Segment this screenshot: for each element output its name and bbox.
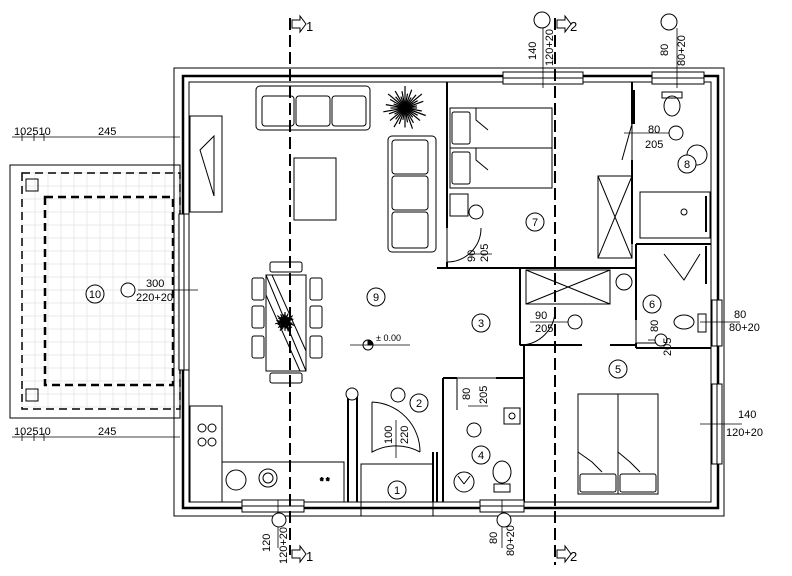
room-circles — [85, 154, 697, 500]
dim-bottom-window-kitchen-h: 120+20 — [278, 527, 290, 564]
room-number-1: 1 — [394, 485, 400, 497]
dim-top-window-bath-w: 80 — [659, 44, 671, 56]
wardrobe — [525, 175, 633, 305]
entrance-porch — [360, 463, 434, 517]
dim-door-bath8-w: 80 — [648, 124, 660, 136]
svg-text:* *: * * — [320, 476, 330, 486]
section-arrow-1-top — [291, 14, 307, 34]
outer-walls — [173, 67, 725, 517]
dim-bottom-window-kitchen-w: 120 — [261, 534, 273, 552]
elevation-marker — [350, 339, 410, 351]
dim-door-bedroom7-h: 205 — [479, 244, 491, 262]
section-lines — [289, 18, 556, 565]
living-furniture: * * — [189, 85, 437, 503]
section-arrow-1-bottom — [291, 544, 307, 564]
section-2-top-label: 2 — [570, 19, 577, 34]
dim-top-window-bedroom-h: 120+20 — [544, 29, 556, 66]
section-arrow-2-top — [533, 11, 572, 34]
elevation-label: ± 0.00 — [376, 333, 401, 343]
dim-terrace-door-h: 220+20 — [136, 292, 173, 304]
room-number-7: 7 — [532, 217, 538, 229]
dim-door-bedroom7-w: 90 — [466, 250, 478, 262]
room-number-8: 8 — [684, 159, 690, 171]
bedroom-5-bed — [577, 393, 659, 495]
dim-right-window-5-w: 140 — [738, 409, 756, 421]
room-number-5: 5 — [615, 364, 621, 376]
dim-terrace-bottom-a: 102510 — [14, 426, 51, 438]
room-number-6: 6 — [649, 299, 655, 311]
section-1-top-label: 1 — [306, 19, 313, 34]
dim-terrace-top-b: 245 — [98, 126, 116, 138]
dim-door-bath4-w: 80 — [461, 388, 473, 400]
dim-door-wc6-h: 205 — [662, 338, 674, 356]
room-number-10: 10 — [89, 289, 101, 301]
plant — [275, 86, 426, 332]
leader-lines — [12, 28, 742, 548]
room-number-9: 9 — [373, 292, 379, 304]
section-2-bottom-label: 2 — [570, 549, 577, 564]
dim-right-window-6-h: 80+20 — [729, 322, 760, 334]
section-arrow-2-bottom — [556, 544, 572, 564]
dim-terrace-top-a: 102510 — [14, 126, 51, 138]
dim-terrace-door-w: 300 — [146, 278, 164, 290]
bedroom-7-beds — [449, 107, 553, 217]
dim-bottom-window-bath4-h: 80+20 — [505, 525, 517, 556]
dim-door-bath8-h: 205 — [645, 139, 663, 151]
dim-entrance-door-h: 220 — [399, 426, 411, 444]
dim-door-hall-w: 90 — [535, 310, 547, 322]
dim-door-bath4-h: 205 — [478, 386, 490, 404]
dim-right-window-6-w: 80 — [734, 309, 746, 321]
room-number-2: 2 — [416, 398, 422, 410]
dim-terrace-bottom-b: 245 — [98, 426, 116, 438]
room-number-3: 3 — [478, 318, 484, 330]
dim-door-hall-h: 205 — [535, 323, 553, 335]
dim-right-window-5-h: 120+20 — [726, 427, 763, 439]
tag-circles — [120, 13, 684, 528]
dim-bottom-window-bath4-w: 80 — [488, 532, 500, 544]
dim-top-window-bedroom-w: 140 — [527, 42, 539, 60]
dim-top-window-bath-h: 80+20 — [676, 35, 688, 66]
dim-entrance-door-w: 100 — [383, 426, 395, 444]
bathroom-fixtures — [453, 91, 711, 493]
dim-door-wc6-w: 80 — [649, 320, 661, 332]
section-1-bottom-label: 1 — [306, 549, 313, 564]
room-number-4: 4 — [478, 450, 484, 462]
